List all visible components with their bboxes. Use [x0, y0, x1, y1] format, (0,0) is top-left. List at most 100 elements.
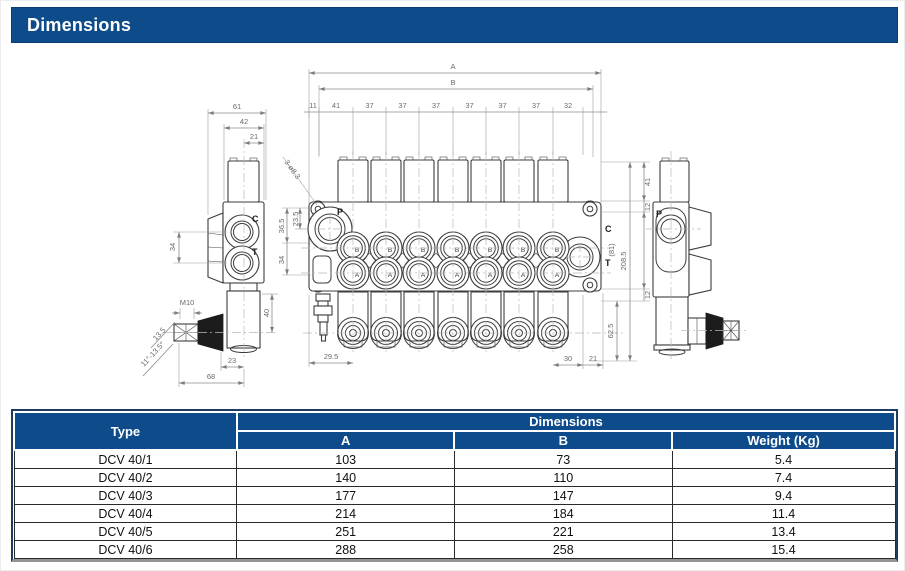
port-a-label: A: [555, 272, 560, 279]
cell-a: 177: [236, 486, 455, 505]
right-side-view: P: [652, 157, 740, 356]
cell-b: 184: [453, 504, 673, 523]
column-header-b: B: [453, 430, 674, 451]
segment-dim: 37: [465, 101, 473, 110]
cell-type: DCV 40/4: [13, 504, 238, 523]
dim-23: 23: [228, 356, 236, 365]
port-b-label: B: [555, 247, 559, 254]
cell-a: 251: [236, 522, 455, 541]
dim-208-5: 208.5: [619, 252, 628, 271]
dim-21: 21: [250, 132, 258, 141]
column-header-a: A: [235, 430, 456, 451]
segment-dim: 37: [432, 101, 440, 110]
dim-b-label: B: [450, 78, 455, 87]
dimensions-table: Type Dimensions A B Weight (Kg) DCV 40/1…: [13, 411, 897, 559]
top-dimension-chain: A B 11 41 37 37 37 37 37 37 32: [304, 62, 607, 205]
segment-dim: 37: [365, 101, 373, 110]
port-a-label: A: [421, 272, 426, 279]
dim-12-bottom: 12: [643, 291, 652, 299]
t-port-side: [224, 245, 260, 281]
dim-81: (81): [607, 243, 616, 257]
centerlines: [164, 139, 749, 359]
relief-adjuster: [313, 293, 333, 342]
column-header-weight: Weight (Kg): [671, 430, 896, 451]
dim-62-5: 62.5: [606, 324, 615, 339]
table-row: DCV 40/3 177 147 9.4: [13, 486, 896, 505]
segment-dim: 37: [498, 101, 506, 110]
dim-12-top: 12: [643, 203, 652, 211]
cell-type: DCV 40/3: [13, 486, 238, 505]
segment-dim: 37: [398, 101, 406, 110]
cell-b: 221: [453, 522, 673, 541]
column-group-dimensions: Dimensions: [235, 411, 897, 432]
cell-weight: 7.4: [671, 468, 896, 487]
port-a-label: A: [355, 272, 360, 279]
section-header-bar: Dimensions: [11, 7, 898, 43]
cell-b: 110: [453, 468, 673, 487]
cell-b: 147: [453, 486, 673, 505]
dim-34: 34: [277, 256, 286, 264]
thread-note: M10: [180, 298, 195, 307]
dim-40: 40: [262, 309, 271, 317]
dim-34: 34: [168, 243, 177, 251]
dim-41: 41: [643, 178, 652, 186]
dim-29-5: 29.5: [324, 352, 339, 361]
cell-weight: 13.4: [671, 522, 896, 541]
left-side-view: C T: [173, 157, 265, 353]
port-t-label: T: [252, 247, 258, 257]
cell-a: 140: [236, 468, 455, 487]
segment-dim: 41: [332, 101, 340, 110]
dim-61: 61: [233, 102, 241, 111]
dim-68: 68: [207, 372, 215, 381]
cell-a: 288: [236, 540, 455, 559]
lever-boot: [705, 312, 724, 350]
port-t-label: T: [605, 258, 611, 268]
cell-type: DCV 40/6: [13, 540, 238, 559]
segment-dim: 37: [532, 101, 540, 110]
table-row: DCV 40/4 214 184 11.4: [13, 504, 896, 523]
port-a-label: A: [388, 272, 393, 279]
dimensions-table-border: Type Dimensions A B Weight (Kg) DCV 40/1…: [11, 409, 898, 562]
port-c-label: C: [252, 214, 259, 224]
dim-21: 21: [589, 354, 597, 363]
dim-36-5: 36.5: [277, 219, 286, 234]
column-header-type: Type: [13, 411, 238, 451]
port-a-label: A: [455, 272, 460, 279]
cell-b: 73: [453, 449, 673, 469]
segment-dim: 11: [309, 101, 317, 110]
dim-30: 30: [564, 354, 572, 363]
hole-note: 3-ø8.3: [282, 158, 302, 181]
right-dimension-chain: 41 12 (81) 12 208.5 62.5: [591, 161, 652, 362]
cell-type: DCV 40/5: [13, 522, 238, 541]
front-view: B A B A B A B A B A B A B A: [307, 156, 612, 349]
page-title: Dimensions: [27, 15, 132, 35]
port-p-label: P: [656, 209, 662, 219]
port-a-label: A: [488, 272, 493, 279]
table-row: DCV 40/5 251 221 13.4: [13, 522, 896, 541]
table-row: DCV 40/6 288 258 15.4: [13, 540, 896, 559]
port-p-label: P: [337, 207, 343, 217]
cell-a: 103: [236, 449, 455, 469]
cell-type: DCV 40/2: [13, 468, 238, 487]
port-b-label: B: [388, 247, 392, 254]
port-a-label: A: [521, 272, 526, 279]
cell-type: DCV 40/1: [13, 449, 238, 469]
table-row: DCV 40/2 140 110 7.4: [13, 468, 896, 487]
bottom-dimensions: 29.5 30 21: [308, 293, 604, 369]
cell-a: 214: [236, 504, 455, 523]
cell-weight: 5.4: [671, 449, 896, 469]
lever-joint: [687, 312, 740, 350]
port-c-label: C: [605, 224, 612, 234]
table-row: DCV 40/1 103 73 5.4: [13, 449, 896, 469]
technical-drawing: B A B A B A B A B A B A B A: [139, 62, 749, 387]
port-b-label: B: [421, 247, 425, 254]
port-b-label: B: [521, 247, 525, 254]
cell-weight: 11.4: [671, 504, 896, 523]
segment-dim: 32: [564, 101, 572, 110]
angle-range: 11°-13.5°: [139, 340, 167, 369]
port-b-label: B: [355, 247, 359, 254]
dimensions-table-zone: Type Dimensions A B Weight (Kg) DCV 40/1…: [11, 409, 898, 562]
dim-a-label: A: [450, 62, 455, 71]
cell-weight: 15.4: [671, 540, 896, 559]
